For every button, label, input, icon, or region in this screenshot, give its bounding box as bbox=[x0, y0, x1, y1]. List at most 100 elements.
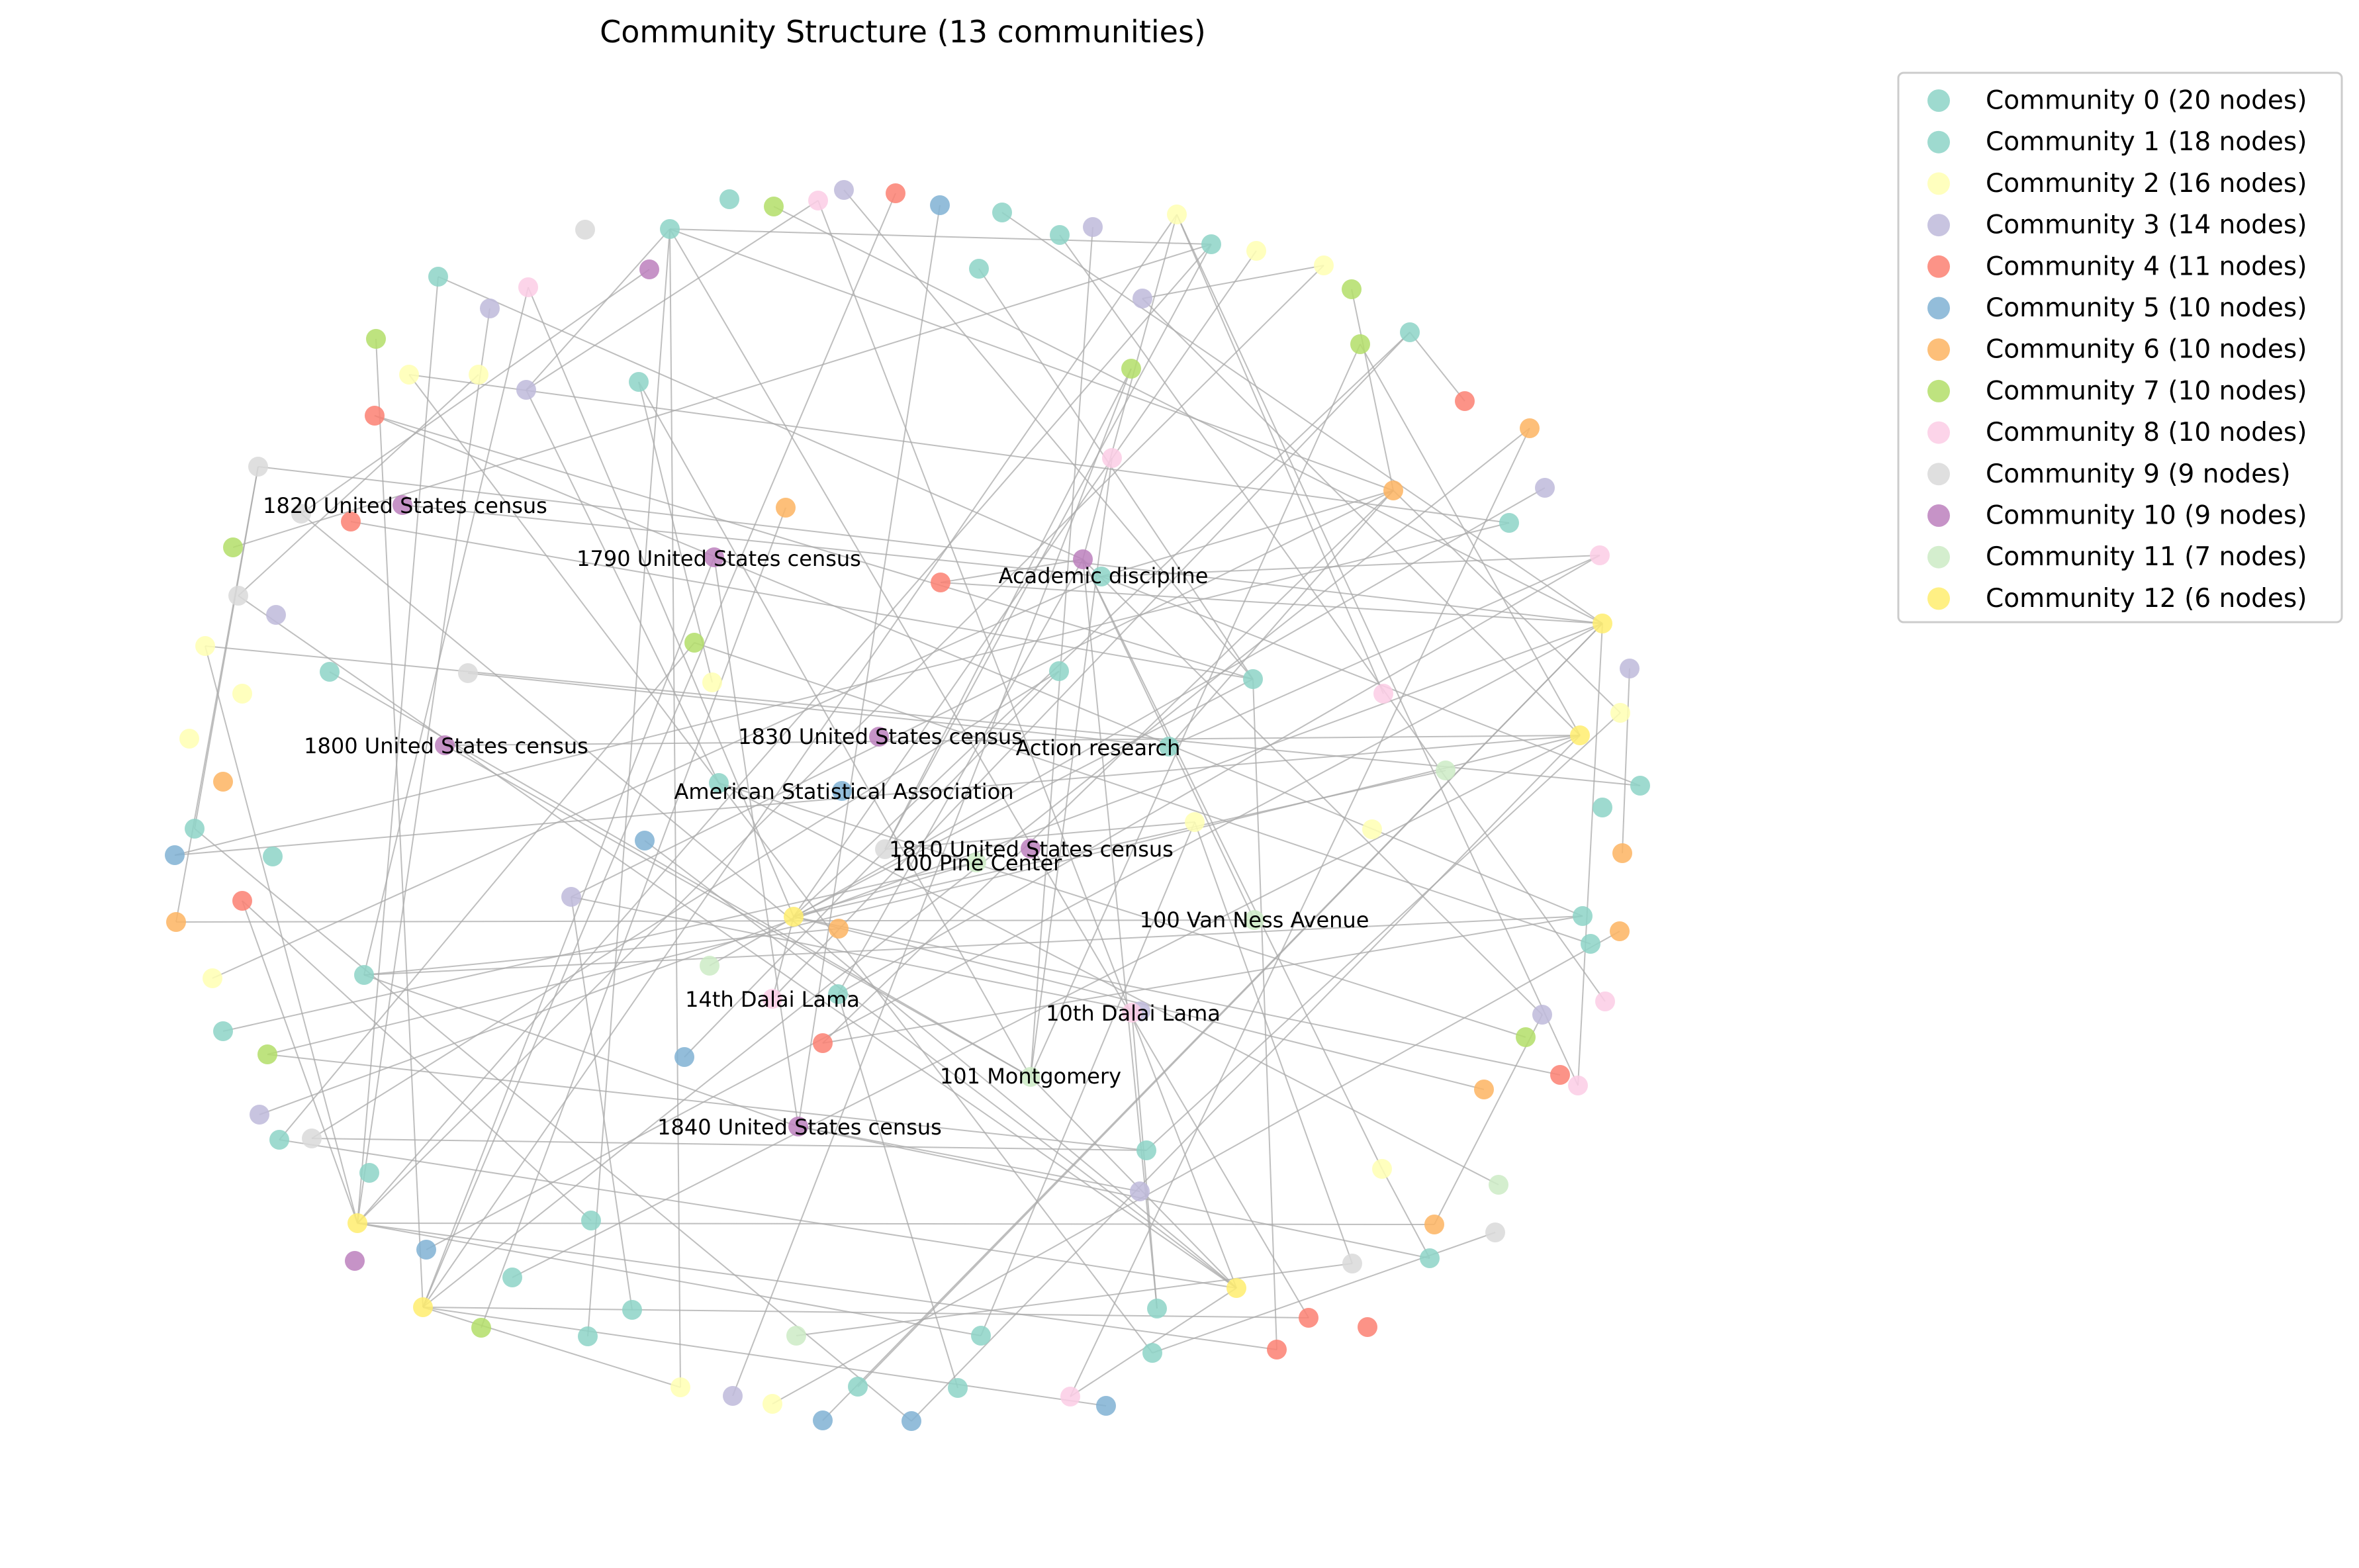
node-community-1 bbox=[581, 1211, 601, 1230]
edge bbox=[422, 1307, 1107, 1407]
edge bbox=[884, 821, 1195, 850]
edge bbox=[357, 1222, 1277, 1350]
node-label: Academic discipline bbox=[999, 563, 1209, 588]
node-community-3 bbox=[480, 299, 500, 318]
edge bbox=[571, 896, 1141, 1012]
node-community-11 bbox=[700, 956, 719, 976]
edge bbox=[438, 276, 1084, 560]
edge bbox=[222, 862, 977, 1032]
edge bbox=[242, 900, 592, 1221]
legend-marker bbox=[1927, 255, 1950, 278]
node-community-1 bbox=[502, 1268, 522, 1287]
edge bbox=[526, 200, 819, 391]
node-community-1 bbox=[828, 984, 848, 1004]
node-community-7 bbox=[1350, 334, 1370, 354]
node-community-3 bbox=[561, 887, 581, 907]
node-community-3 bbox=[516, 380, 536, 400]
node-community-0 bbox=[1050, 225, 1070, 245]
edge bbox=[1152, 1232, 1496, 1354]
node-community-1 bbox=[622, 1300, 642, 1320]
edge bbox=[1393, 490, 1621, 714]
node-community-2 bbox=[179, 729, 199, 749]
legend-marker bbox=[1927, 89, 1950, 112]
edge bbox=[718, 782, 1153, 1354]
edge bbox=[1101, 490, 1394, 577]
node-community-4 bbox=[1455, 391, 1475, 411]
node-community-5 bbox=[674, 1047, 694, 1067]
node-community-2 bbox=[1362, 819, 1382, 839]
node-community-11 bbox=[1436, 761, 1456, 780]
node-community-2 bbox=[203, 968, 222, 988]
edge bbox=[242, 900, 358, 1224]
node-community-6 bbox=[166, 912, 186, 932]
legend-label: Community 12 (6 nodes) bbox=[1986, 584, 2307, 614]
edge bbox=[822, 490, 1394, 1044]
node-community-0 bbox=[1159, 737, 1179, 757]
node-community-4 bbox=[365, 406, 385, 426]
edge bbox=[793, 250, 1257, 917]
legend-marker bbox=[1927, 504, 1950, 527]
edge bbox=[1059, 234, 1606, 1002]
node-community-12 bbox=[1226, 1278, 1246, 1298]
edge bbox=[714, 557, 799, 1127]
legend-label: Community 2 (16 nodes) bbox=[1986, 169, 2307, 199]
edge bbox=[1381, 1168, 1430, 1259]
legend-label: Community 1 (18 nodes) bbox=[1986, 127, 2307, 157]
node-label: 1810 United States census bbox=[889, 837, 1174, 862]
edge bbox=[267, 735, 1581, 1055]
legend-label: Community 7 (10 nodes) bbox=[1986, 376, 2307, 406]
node-community-3 bbox=[1620, 659, 1640, 678]
edge bbox=[402, 504, 1102, 577]
edge bbox=[587, 228, 671, 1337]
node-community-8 bbox=[1590, 545, 1610, 565]
node-community-10 bbox=[1073, 549, 1093, 569]
node-community-2 bbox=[195, 636, 215, 656]
node-community-6 bbox=[213, 772, 233, 792]
node-community-0 bbox=[428, 267, 448, 287]
node-community-6 bbox=[1424, 1215, 1444, 1234]
node-label: 100 Pine Center bbox=[892, 851, 1062, 876]
edge bbox=[1409, 332, 1465, 402]
node-community-8 bbox=[1060, 1387, 1080, 1407]
node-community-7 bbox=[257, 1044, 277, 1064]
legend-label: Community 8 (10 nodes) bbox=[1986, 418, 2307, 447]
edge bbox=[822, 915, 1583, 1044]
node-community-3 bbox=[1130, 1181, 1150, 1201]
edge bbox=[1142, 265, 1324, 299]
legend-marker bbox=[1927, 172, 1950, 195]
node-community-7 bbox=[1516, 1027, 1536, 1047]
legend-label: Community 6 (10 nodes) bbox=[1986, 335, 2307, 365]
node-label: 1820 United States census bbox=[263, 493, 547, 518]
node-community-5 bbox=[1096, 1396, 1116, 1416]
edge bbox=[363, 915, 1583, 976]
node-community-2 bbox=[1185, 812, 1205, 832]
edge bbox=[796, 1263, 1353, 1336]
edge bbox=[194, 828, 912, 1422]
node-community-12 bbox=[413, 1297, 433, 1317]
node-community-0 bbox=[1091, 567, 1111, 586]
node-label: 10th Dalai Lama bbox=[1046, 1001, 1221, 1026]
node-community-0 bbox=[185, 819, 205, 839]
edge bbox=[793, 916, 1561, 1076]
edge bbox=[363, 974, 799, 1127]
edge bbox=[257, 466, 1603, 624]
edge bbox=[279, 1139, 1237, 1289]
legend-marker bbox=[1927, 297, 1950, 320]
node-community-6 bbox=[1520, 418, 1540, 438]
legend-label: Community 0 (20 nodes) bbox=[1986, 86, 2307, 116]
edge bbox=[1030, 1076, 1237, 1289]
edge bbox=[1142, 298, 1581, 736]
node-community-2 bbox=[1314, 255, 1334, 275]
edge bbox=[772, 332, 1411, 999]
node-community-0 bbox=[992, 203, 1012, 222]
node-label: 1790 United States census bbox=[577, 546, 861, 571]
edge bbox=[1434, 1014, 1543, 1225]
node-community-2 bbox=[232, 684, 252, 704]
node-community-2 bbox=[1372, 1159, 1392, 1179]
edge bbox=[311, 1138, 1147, 1151]
edge bbox=[212, 576, 1102, 979]
edge bbox=[669, 228, 1309, 1318]
edge bbox=[884, 244, 1212, 850]
edge bbox=[528, 287, 794, 917]
node-community-0 bbox=[1400, 322, 1420, 342]
